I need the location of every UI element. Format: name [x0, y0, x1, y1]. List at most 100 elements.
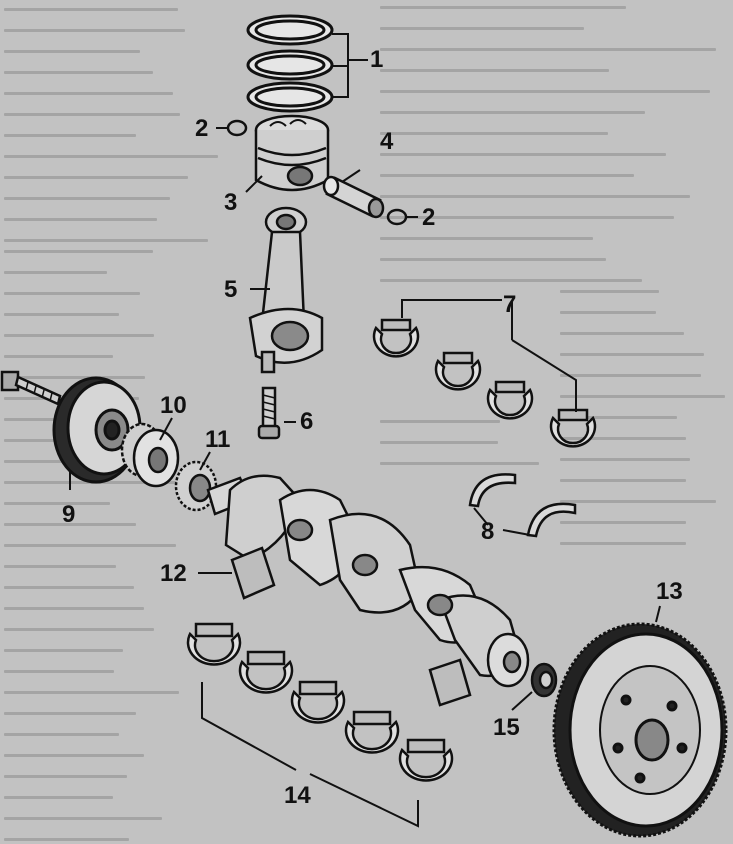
leader-lines-1 [332, 33, 368, 98]
thrust-washers [468, 473, 577, 538]
background-text-line [4, 113, 180, 116]
background-text-line [4, 502, 110, 505]
callout-piston: 3 [224, 189, 238, 216]
background-text-line [560, 332, 684, 335]
oil-seal [530, 662, 558, 698]
background-text-line [4, 796, 113, 799]
callout-rod-bearing-shells: 7 [503, 291, 517, 318]
background-text-line [4, 197, 170, 200]
piston [254, 114, 330, 192]
background-text-line [380, 420, 500, 423]
background-text-line [560, 458, 690, 461]
background-text-line [4, 754, 144, 757]
background-text-line [560, 290, 659, 293]
background-text-line [4, 523, 136, 526]
gear [174, 460, 218, 512]
sprocket [120, 422, 180, 488]
leader-lines-7 [401, 299, 577, 412]
callout-sprocket: 10 [160, 392, 187, 419]
callout-rod-bolt: 6 [300, 408, 314, 435]
background-text-line [4, 292, 140, 295]
background-text-line [4, 817, 162, 820]
background-text-line [4, 838, 129, 841]
background-text-line [4, 155, 218, 158]
background-text-line [4, 239, 208, 242]
piston-rings [246, 14, 334, 113]
background-text-line [380, 237, 593, 240]
callout-thrust-washers: 8 [481, 518, 495, 545]
background-text-line [4, 586, 134, 589]
callout-circlip-left: 2 [195, 115, 209, 142]
background-text-line [4, 628, 154, 631]
callout-circlip-right: 2 [422, 204, 436, 231]
background-text-line [560, 500, 716, 503]
background-text-line [4, 565, 116, 568]
crankshaft [206, 474, 530, 707]
background-text-line [380, 258, 606, 261]
callout-flywheel: 13 [656, 578, 683, 605]
leader-lines-8 [473, 507, 531, 536]
background-text-line [560, 374, 701, 377]
background-text-line [560, 521, 686, 524]
background-text-line [4, 250, 153, 253]
background-text-line [4, 355, 113, 358]
callout-piston-pin: 4 [380, 128, 394, 155]
background-text-line [560, 479, 686, 482]
leader-lines-misc [69, 127, 661, 711]
background-text-line [380, 195, 690, 198]
callout-oil-seal: 15 [493, 714, 520, 741]
background-text-line [380, 27, 584, 30]
callout-piston-rings: 1 [370, 46, 384, 73]
background-text-line [380, 48, 716, 51]
piston-pin [322, 175, 385, 219]
background-text-line [4, 176, 188, 179]
background-text-line [560, 437, 686, 440]
background-text-line [380, 279, 642, 282]
background-text-line [4, 134, 136, 137]
background-text-line [380, 90, 710, 93]
background-text-line [4, 92, 173, 95]
background-text-line [380, 132, 608, 135]
background-text-line [560, 542, 686, 545]
background-text-line [4, 71, 153, 74]
callout-pulley: 9 [62, 501, 76, 528]
background-text-line [4, 8, 178, 11]
pulley [52, 376, 142, 484]
callout-connecting-rod: 5 [224, 276, 238, 303]
background-text-line [560, 353, 704, 356]
background-text-line [4, 607, 144, 610]
background-text-line [380, 216, 674, 219]
rod-bolt [257, 386, 281, 440]
background-text-line [560, 416, 677, 419]
background-text-line [4, 271, 107, 274]
callout-gear: 11 [205, 426, 231, 453]
rod-bearing-shells [372, 318, 597, 448]
background-text-line [380, 69, 609, 72]
main-bearing-shells [186, 622, 454, 782]
background-text-line [4, 334, 154, 337]
leader-lines-14 [201, 682, 419, 828]
background-text-line [4, 649, 123, 652]
background-text-line [4, 29, 185, 32]
background-text-line [380, 174, 634, 177]
background-text-line [4, 218, 157, 221]
background-text-line [380, 441, 498, 444]
background-text-line [4, 691, 179, 694]
flywheel [552, 622, 728, 838]
background-text-line [4, 712, 136, 715]
background-text-line [380, 6, 626, 9]
background-text-line [4, 544, 176, 547]
background-text-line [4, 50, 140, 53]
background-text-line [380, 462, 539, 465]
background-text-line [560, 311, 656, 314]
callout-crankshaft: 12 [160, 560, 187, 587]
background-text-line [4, 733, 119, 736]
background-text-line [4, 775, 127, 778]
connecting-rod [248, 206, 324, 374]
pulley-bolt [0, 370, 62, 406]
background-text-line [380, 153, 666, 156]
callout-main-bearing-shells: 14 [284, 782, 311, 809]
